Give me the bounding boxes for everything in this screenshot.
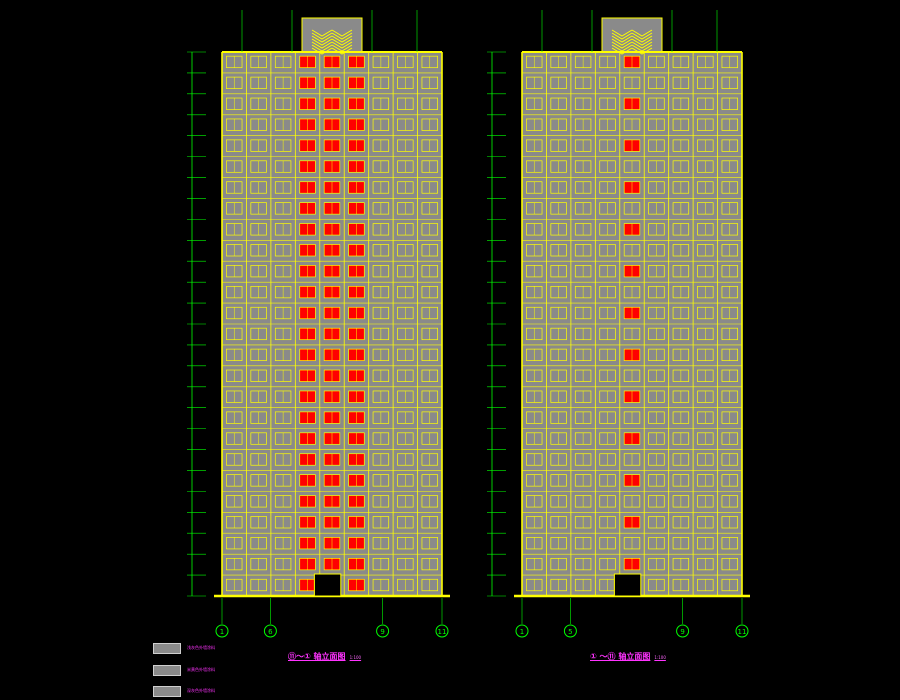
tower-ornament [631,47,653,55]
tower-ornament [611,41,633,49]
tower-ornament [611,38,633,46]
grid-axis-label: 11 [738,628,747,636]
tower-ornament [331,29,353,37]
tower-ornament [331,35,353,43]
grid-axis-bubble [435,624,449,638]
tower-ornament [331,38,353,46]
grid-axis-bubble [563,624,577,638]
tower-ornament [631,38,653,46]
grid-axis-label: 6 [268,628,273,636]
tower-ornament [331,32,353,40]
legend-item: 浅灰色外墙涂料 [153,642,215,654]
grid-axis-label: 9 [680,628,684,636]
right-elevation: 1 5 9 11 [487,10,750,638]
legend-swatch [153,664,181,676]
grid-axis-bubble [215,624,229,638]
grid-axis-label: 1 [220,628,224,636]
tower-ornament [631,35,653,43]
grid-axis-label: 1 [520,628,524,636]
tower-ornament [311,38,333,46]
title-text: ① ～⑪ 轴立面图 [590,652,651,661]
grid-axis-label: 11 [438,628,447,636]
grid-axis-bubble [735,624,749,638]
legend-item: 米黄色外墙涂料 [153,664,215,676]
entrance-door [613,573,642,597]
grid-axis-bubble [376,624,390,638]
tower-ornament [311,41,333,49]
tower-ornament [311,32,333,40]
grid-axis-bubble [676,624,690,638]
tower-ornament [331,41,353,49]
legend-label: 深灰色外墙涂料 [187,688,215,693]
tower-ornament [311,47,333,55]
tower-ornament [631,29,653,37]
title-scale: 1:100 [654,655,666,660]
tower-ornament [311,35,333,43]
tower-ornament [631,32,653,40]
tower-ornament [611,32,633,40]
tower-ornament [631,41,653,49]
entrance-door [313,573,342,597]
legend-label: 米黄色外墙涂料 [187,667,215,672]
roof-tower [601,17,663,53]
legend-swatch [153,685,181,697]
legend-item: 深灰色外墙涂料 [153,685,215,697]
tower-ornament [611,35,633,43]
grid-axis-label: 5 [568,628,572,636]
grid-axis-bubble [515,624,529,638]
tower-ornament [331,47,353,55]
tower-ornament [611,47,633,55]
grid-axis-bubble [263,624,277,638]
left-elevation: 1 6 9 11 [187,10,450,638]
legend-label: 浅灰色外墙涂料 [187,645,215,650]
legend-swatch [153,642,181,654]
tower-ornament [311,29,333,37]
roof-tower [301,17,363,53]
tower-ornament [611,29,633,37]
title-text: ⑪～① 轴立面图 [288,652,346,661]
title-scale: 1:100 [349,655,362,660]
grid-axis-label: 9 [380,628,384,636]
